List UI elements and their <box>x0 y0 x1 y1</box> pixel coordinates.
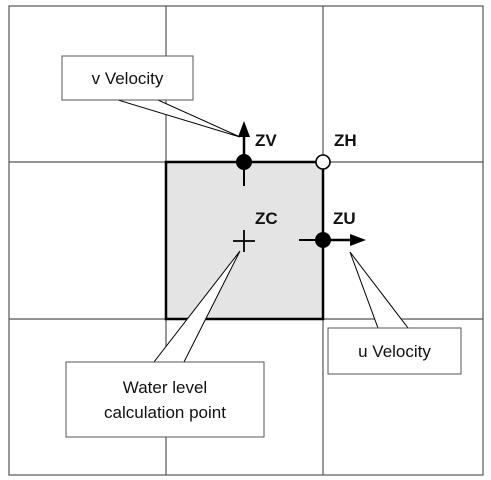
water-level-box <box>65 361 265 438</box>
zh-label: ZH <box>334 131 357 150</box>
zu-arrow-head <box>350 234 366 246</box>
u-velocity-pointer <box>349 251 410 329</box>
water-level-label-line1: Water level <box>123 378 207 397</box>
u-velocity-callout: u Velocity <box>327 251 462 375</box>
zc-node <box>233 230 255 252</box>
zu-label: ZU <box>333 209 356 228</box>
v-velocity-box <box>61 55 194 101</box>
zv-dot <box>236 154 252 170</box>
zv-arrow-head <box>238 121 250 137</box>
zu-node <box>299 232 366 248</box>
water-level-label-line2: calculation point <box>104 403 226 422</box>
u-velocity-label: u Velocity <box>358 342 431 361</box>
zv-label: ZV <box>255 131 277 150</box>
v-velocity-label: v Velocity <box>92 69 164 88</box>
zu-dot <box>315 232 331 248</box>
zc-label: ZC <box>255 209 278 228</box>
zv-node <box>236 121 252 186</box>
u-velocity-box <box>327 327 462 375</box>
v-velocity-pointer <box>117 99 241 138</box>
water-level-callout: Water level calculation point <box>65 250 265 438</box>
zh-node <box>315 154 331 170</box>
v-velocity-callout: v Velocity <box>61 55 241 138</box>
grid-frame <box>8 5 484 476</box>
